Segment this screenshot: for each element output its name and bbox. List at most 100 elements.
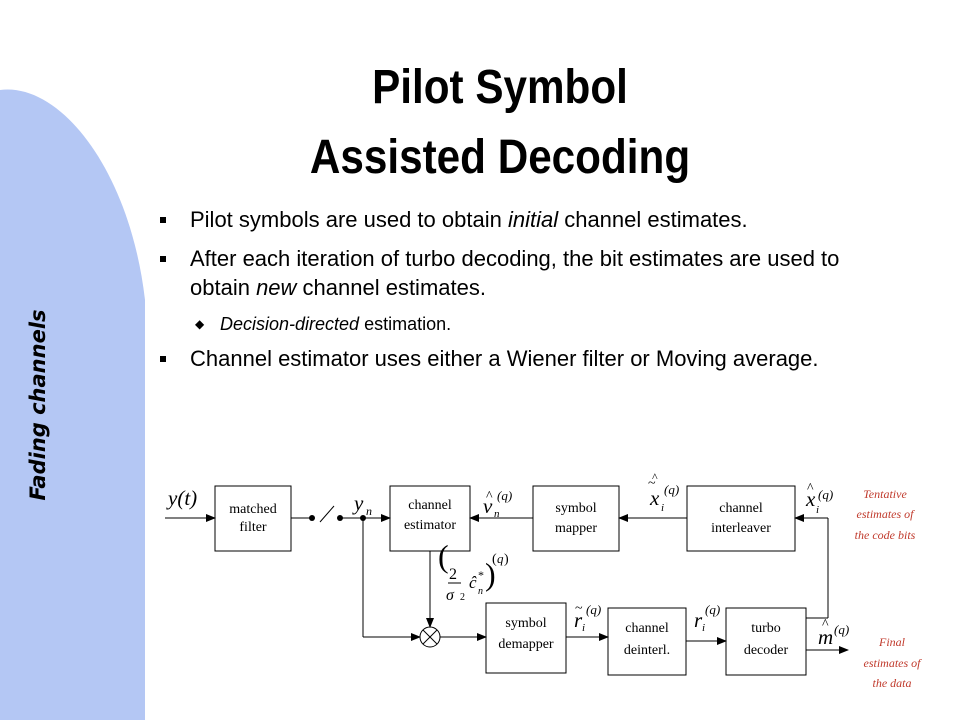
bullet-list: Pilot symbols are used to obtain initial… bbox=[160, 205, 900, 383]
svg-text:(q): (q) bbox=[834, 622, 849, 637]
svg-text:y(t): y(t) bbox=[166, 486, 197, 510]
svg-text:i: i bbox=[661, 502, 664, 514]
svg-text:i: i bbox=[582, 622, 585, 634]
svg-text:(: ( bbox=[438, 538, 449, 574]
sidebar-background bbox=[0, 89, 145, 720]
bullet-item-3: Channel estimator uses either a Wiener f… bbox=[160, 344, 900, 373]
final-line-2: estimates of bbox=[864, 656, 923, 670]
svg-text:ĉ: ĉ bbox=[469, 573, 477, 592]
square-bullet-icon bbox=[160, 217, 166, 223]
tentative-estimates-annotation: Tentative estimates of the code bits bbox=[855, 487, 916, 542]
sampling-switch: y n bbox=[291, 491, 391, 523]
svg-text:^: ^ bbox=[822, 617, 829, 632]
svg-text:n: n bbox=[494, 508, 500, 520]
svg-text:~: ~ bbox=[575, 601, 583, 616]
bullet-1-text-em: initial bbox=[507, 207, 559, 232]
channel-deinterleaver-block: channel deinterl. bbox=[607, 607, 687, 676]
interleaver-to-mapper: x ~ ^ i (q) bbox=[618, 470, 687, 522]
sub-bullet-item: ◆ Decision-directed estimation. bbox=[195, 312, 900, 336]
svg-text:x: x bbox=[805, 487, 816, 511]
final-estimates-annotation: Final estimates of the data bbox=[864, 635, 923, 690]
square-bullet-icon bbox=[160, 256, 166, 262]
channel-estimator-label-2: estimator bbox=[404, 518, 456, 533]
square-bullet-icon bbox=[160, 356, 166, 362]
bullet-2-text-em: new bbox=[256, 275, 297, 300]
symbol-demapper-label-2: demapper bbox=[498, 637, 554, 652]
tentative-line-1: Tentative bbox=[863, 487, 907, 501]
svg-text:i: i bbox=[816, 504, 819, 516]
bullet-1-text-pre: Pilot symbols are used to obtain bbox=[190, 207, 508, 232]
yn-branch bbox=[362, 518, 421, 641]
mapper-to-estimator: v ^ n (q) bbox=[469, 488, 533, 522]
matched-filter-label-1: matched bbox=[229, 502, 276, 517]
channel-estimator-label-1: channel bbox=[408, 498, 452, 513]
channel-interleaver-label-2: interleaver bbox=[711, 521, 771, 536]
svg-text:~: ~ bbox=[648, 476, 656, 491]
turbo-decoder-block: turbo decoder bbox=[725, 607, 807, 676]
svg-text:σ: σ bbox=[446, 587, 455, 604]
channel-interleaver-block: channel interleaver bbox=[686, 485, 796, 552]
svg-text:r: r bbox=[694, 608, 703, 632]
svg-text:n: n bbox=[366, 504, 372, 518]
svg-text:(q): (q) bbox=[497, 488, 512, 503]
tentative-line-2: estimates of bbox=[857, 507, 916, 521]
turbo-decoder-label-2: decoder bbox=[744, 643, 789, 658]
diamond-bullet-icon: ◆ bbox=[195, 317, 205, 331]
svg-text:(: ( bbox=[492, 552, 497, 567]
bullet-item-1: Pilot symbols are used to obtain initial… bbox=[160, 205, 900, 234]
slide-title-line2: Assisted Decoding bbox=[309, 131, 691, 184]
channel-deinterleaver-label-1: channel bbox=[625, 621, 669, 636]
deinterleaver-to-decoder: r i (q) bbox=[686, 602, 727, 645]
matched-filter-block: matched filter bbox=[214, 485, 292, 552]
bullet-1-text-post: channel estimates. bbox=[558, 207, 748, 232]
svg-text:2: 2 bbox=[460, 592, 465, 603]
channel-estimator-block: channel estimator bbox=[389, 485, 471, 552]
final-line-3: the data bbox=[873, 676, 912, 690]
sub-bullet-text-post: estimation. bbox=[359, 314, 452, 334]
symbol-mapper-block: symbol mapper bbox=[532, 485, 620, 552]
bullet-item-2: After each iteration of turbo decoding, … bbox=[160, 244, 900, 302]
svg-text:^: ^ bbox=[486, 489, 493, 504]
svg-text:q: q bbox=[497, 551, 504, 566]
tentative-line-3: the code bits bbox=[855, 528, 916, 542]
input-signal-y-t: y(t) bbox=[165, 486, 216, 522]
slide-title-line1: Pilot Symbol bbox=[372, 61, 628, 114]
svg-text:(q): (q) bbox=[818, 487, 833, 502]
svg-text:r: r bbox=[574, 608, 583, 632]
svg-text:v: v bbox=[483, 494, 493, 518]
demapper-to-deinterleaver: r ~ i (q) bbox=[566, 601, 609, 641]
bullet-2-text-pre: After each iteration of turbo decoding, … bbox=[190, 246, 840, 300]
turbo-decoder-label-1: turbo bbox=[751, 621, 781, 636]
bullet-3-text: Channel estimator uses either a Wiener f… bbox=[190, 346, 819, 371]
matched-filter-label-2: filter bbox=[239, 520, 267, 535]
sub-bullet-text-em: Decision-directed bbox=[220, 314, 360, 334]
svg-text:(q): (q) bbox=[664, 482, 679, 497]
svg-text:2: 2 bbox=[449, 566, 457, 583]
svg-text:): ) bbox=[485, 556, 496, 592]
svg-text:m: m bbox=[818, 625, 833, 649]
bullet-2-text-post: channel estimates. bbox=[296, 275, 486, 300]
symbol-mapper-label-2: mapper bbox=[555, 521, 597, 536]
svg-text:^: ^ bbox=[807, 481, 814, 496]
final-line-1: Final bbox=[878, 635, 906, 649]
symbol-mapper-label-1: symbol bbox=[555, 501, 596, 516]
svg-text:n: n bbox=[478, 586, 483, 597]
feedback-loop: x ^ i (q) bbox=[794, 481, 833, 619]
svg-text:(q): (q) bbox=[586, 602, 601, 617]
channel-interleaver-label-1: channel bbox=[719, 501, 763, 516]
svg-text:x: x bbox=[649, 486, 660, 510]
multiplier-symbol bbox=[419, 626, 487, 648]
symbol-demapper-block: symbol demapper bbox=[485, 602, 567, 674]
decoder-output: m ^ (q) bbox=[806, 617, 849, 654]
symbol-demapper-label-1: symbol bbox=[505, 616, 546, 631]
sidebar-shape bbox=[0, 89, 145, 720]
svg-text:): ) bbox=[504, 552, 509, 567]
estimator-to-multiplier: ( 2 σ 2 ĉ * n ) ( q ) bbox=[426, 538, 509, 628]
svg-text:(q): (q) bbox=[705, 602, 720, 617]
svg-text:i: i bbox=[702, 622, 705, 634]
svg-text:y: y bbox=[352, 491, 364, 515]
svg-text:*: * bbox=[478, 568, 484, 582]
svg-text:^: ^ bbox=[652, 470, 658, 484]
